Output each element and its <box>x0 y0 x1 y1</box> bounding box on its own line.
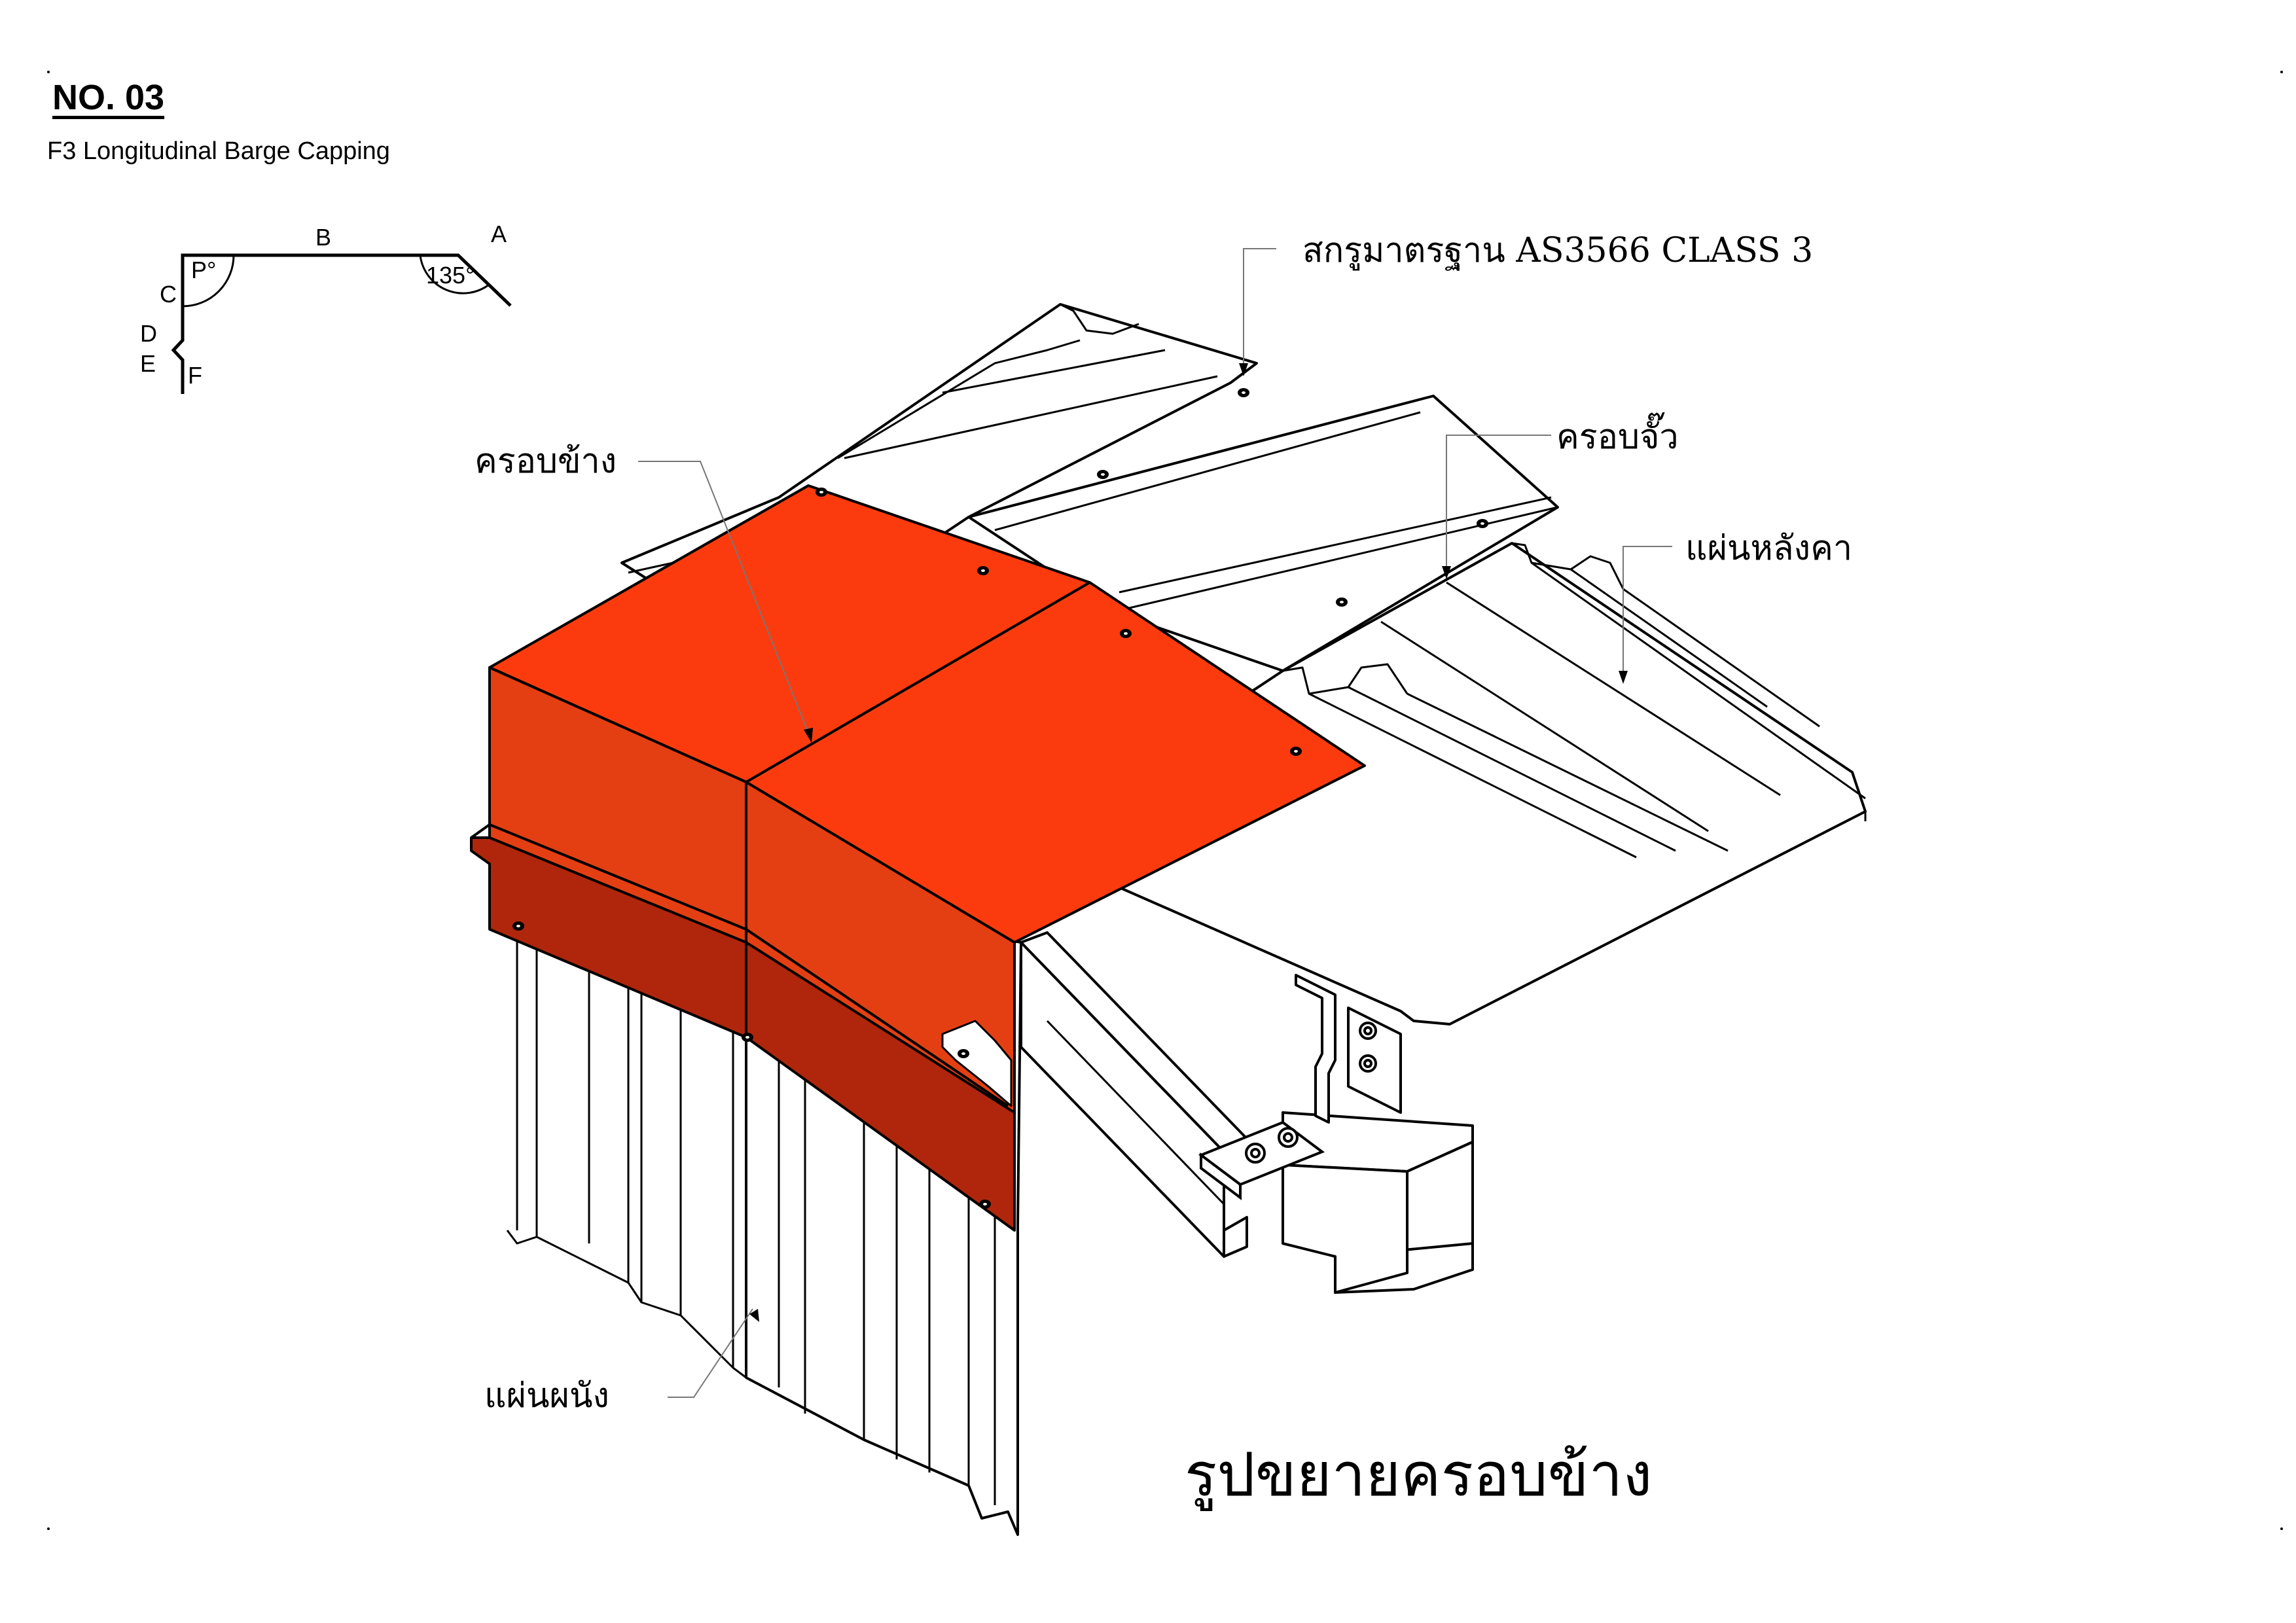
angle-arc-135 <box>419 255 490 294</box>
leader-wall-sheet <box>668 1308 753 1398</box>
callout-labels: สกรูมาตรฐาน AS3566 CLASS 3 ครอบข้าง ครอบ… <box>475 231 1852 1416</box>
angle-arc-p <box>182 255 235 308</box>
leader-roof-sheet <box>1623 546 1672 674</box>
leader-side-cap <box>638 461 809 734</box>
profile-label-f: F <box>188 362 202 389</box>
callout-ridge-cap: ครอบจั๊ว <box>1556 412 1679 457</box>
callout-roof-sheet: แผ่นหลังคา <box>1685 529 1852 568</box>
z-bracket <box>1295 974 1402 1124</box>
steel-i-beam <box>1282 1111 1474 1294</box>
profile-label-c: C <box>160 281 177 308</box>
leader-screw <box>1243 248 1276 366</box>
profile-angle-135: 135° <box>426 262 475 289</box>
callout-wall-sheet: แผ่นผนัง <box>484 1376 609 1416</box>
callout-screw: สกรูมาตรฐาน AS3566 CLASS 3 <box>1302 231 1813 271</box>
callout-side-cap: ครอบข้าง <box>475 442 617 481</box>
callout-arrowheads <box>749 363 1628 1322</box>
steel-purlin <box>1020 931 1251 1258</box>
profile-label-e: E <box>140 350 156 377</box>
leader-ridge-cap <box>1446 435 1551 569</box>
drawing-caption: รูปขยายครอบข้าง <box>1185 1440 1652 1511</box>
cap-drip-band <box>470 836 1016 1232</box>
barge-capping <box>470 484 1366 1232</box>
profile-labels: B A C D E F P° 135° <box>140 221 507 389</box>
callout-leaders <box>638 248 1672 1398</box>
profile-label-a: A <box>491 221 507 247</box>
drawing-number: NO. 03 <box>52 78 165 117</box>
profile-label-d: D <box>140 320 157 347</box>
roof-sheet-right <box>1020 542 1867 1026</box>
drawing-subtitle: F3 Longitudinal Barge Capping <box>47 137 390 165</box>
profile-label-b: B <box>315 224 331 251</box>
profile-outline <box>171 253 512 394</box>
sheet-corner-marks <box>47 71 2283 1530</box>
profile-angle-p: P° <box>191 257 216 283</box>
purlin-cleat-plate <box>1198 1120 1325 1200</box>
profile-sketch <box>171 253 512 394</box>
